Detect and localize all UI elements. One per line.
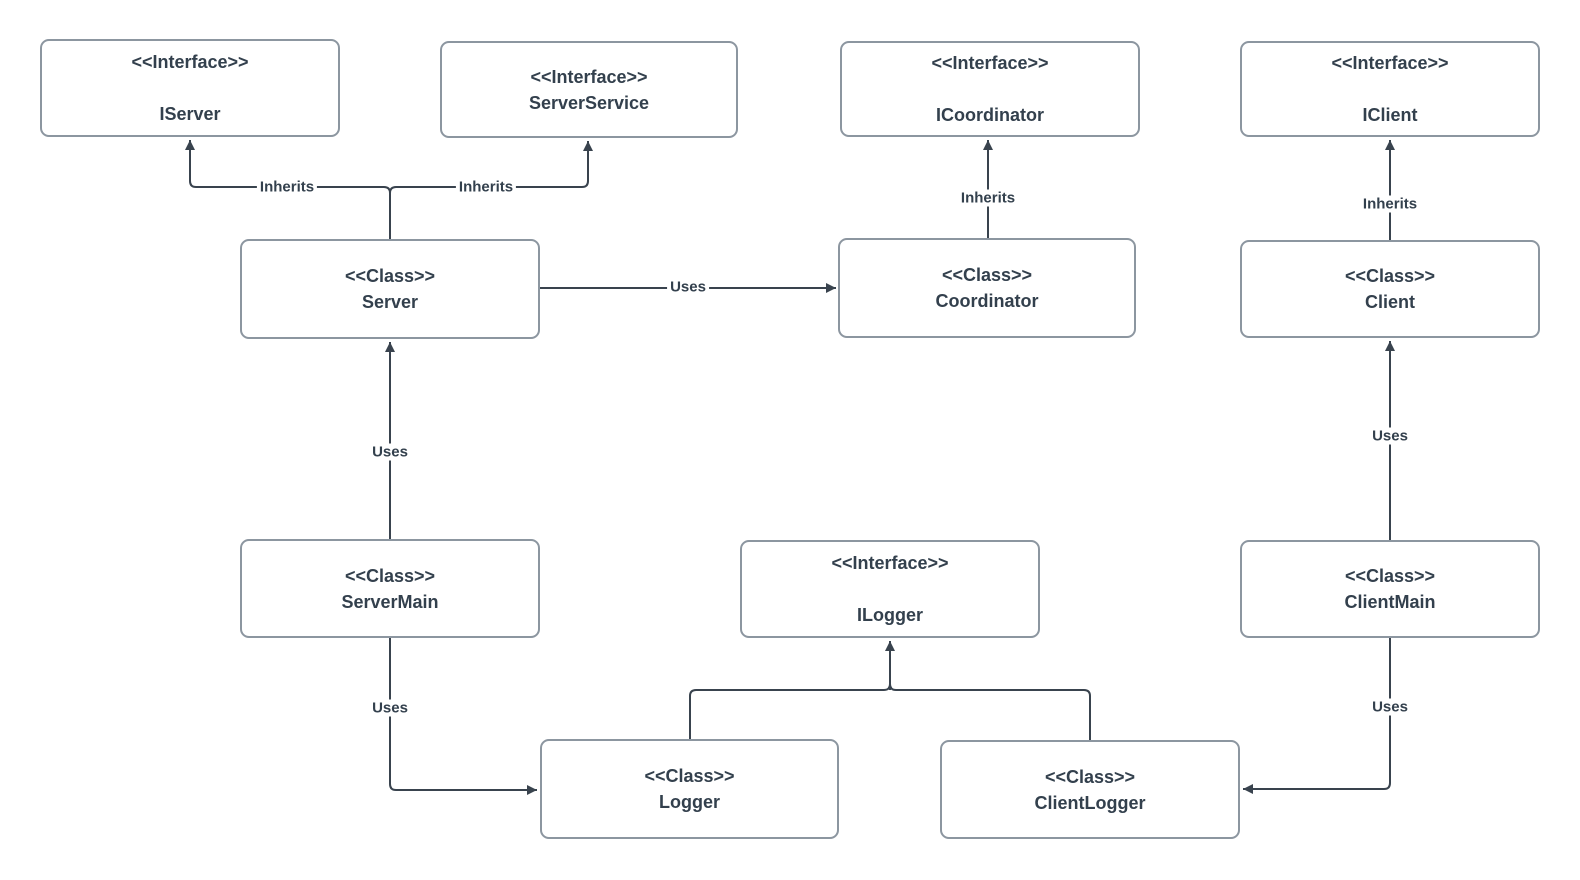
edge-label-clientmain-client: Uses bbox=[1369, 427, 1411, 445]
node-serverservice: <<Interface>> ServerService bbox=[440, 41, 738, 138]
node-name: ServerService bbox=[528, 92, 650, 113]
edge-label-server-serverservice: Inherits bbox=[455, 178, 517, 196]
node-icoordinator: <<Interface>> ICoordinator bbox=[840, 41, 1140, 137]
node-clientmain: <<Class>> ClientMain bbox=[1240, 540, 1540, 638]
node-name: Client bbox=[1364, 292, 1415, 312]
node-name: Server bbox=[361, 292, 419, 312]
edge-label-coordinator-icoordinator: Inherits bbox=[957, 189, 1019, 207]
edge-ilogger-fork-join bbox=[883, 683, 897, 691]
edge-label-servermain-logger: Uses bbox=[369, 699, 411, 717]
edge-servermain-to-logger bbox=[389, 638, 537, 795]
node-stereotype: <<Interface>> bbox=[931, 53, 1049, 73]
node-stereotype: <<Class>> bbox=[1044, 766, 1136, 787]
node-name: Logger bbox=[659, 792, 720, 812]
node-server: <<Class>> Server bbox=[240, 239, 540, 339]
node-stereotype: <<Class>> bbox=[941, 265, 1033, 285]
node-name: ClientLogger bbox=[1034, 792, 1146, 813]
node-name: IServer bbox=[159, 104, 221, 124]
edge-label-server-iserver: Inherits bbox=[256, 178, 318, 196]
node-stereotype: <<Interface>> bbox=[831, 553, 949, 573]
edge-logger-to-ilogger bbox=[689, 689, 884, 739]
node-name: ICoordinator bbox=[936, 105, 1044, 125]
node-name: Coordinator bbox=[935, 291, 1039, 311]
edge-clientlogger-to-ilogger bbox=[896, 689, 1091, 740]
edge-server-inherits-stem bbox=[383, 186, 397, 239]
node-name: ILogger bbox=[857, 605, 923, 625]
edge-label-server-coordinator: Uses bbox=[667, 278, 709, 296]
node-iclient: <<Interface>> IClient bbox=[1240, 41, 1540, 137]
edge-clientmain-to-clientlogger bbox=[1243, 638, 1391, 794]
node-name: ClientMain bbox=[1344, 592, 1436, 612]
node-iserver: <<Interface>> IServer bbox=[40, 39, 340, 137]
node-stereotype: <<Class>> bbox=[1344, 566, 1436, 586]
node-logger: <<Class>> Logger bbox=[540, 739, 839, 839]
node-coordinator: <<Class>> Coordinator bbox=[838, 238, 1136, 338]
edge-label-servermain-server: Uses bbox=[369, 443, 411, 461]
node-clientlogger: <<Class>> ClientLogger bbox=[940, 740, 1240, 839]
node-stereotype: <<Class>> bbox=[344, 565, 436, 586]
node-stereotype: <<Interface>> bbox=[131, 52, 249, 72]
node-servermain: <<Class>> ServerMain bbox=[240, 539, 540, 638]
edge-label-clientmain-clientlogger: Uses bbox=[1369, 698, 1411, 716]
node-client: <<Class>> Client bbox=[1240, 240, 1540, 338]
edge-label-client-iclient: Inherits bbox=[1359, 195, 1421, 213]
node-name: ServerMain bbox=[341, 591, 439, 612]
node-stereotype: <<Interface>> bbox=[1331, 53, 1449, 73]
node-name: IClient bbox=[1362, 105, 1418, 125]
node-stereotype: <<Class>> bbox=[344, 266, 436, 286]
node-stereotype: <<Class>> bbox=[644, 766, 735, 786]
node-stereotype: <<Class>> bbox=[1344, 266, 1436, 286]
node-stereotype: <<Interface>> bbox=[530, 66, 648, 87]
node-ilogger: <<Interface>> ILogger bbox=[740, 540, 1040, 638]
